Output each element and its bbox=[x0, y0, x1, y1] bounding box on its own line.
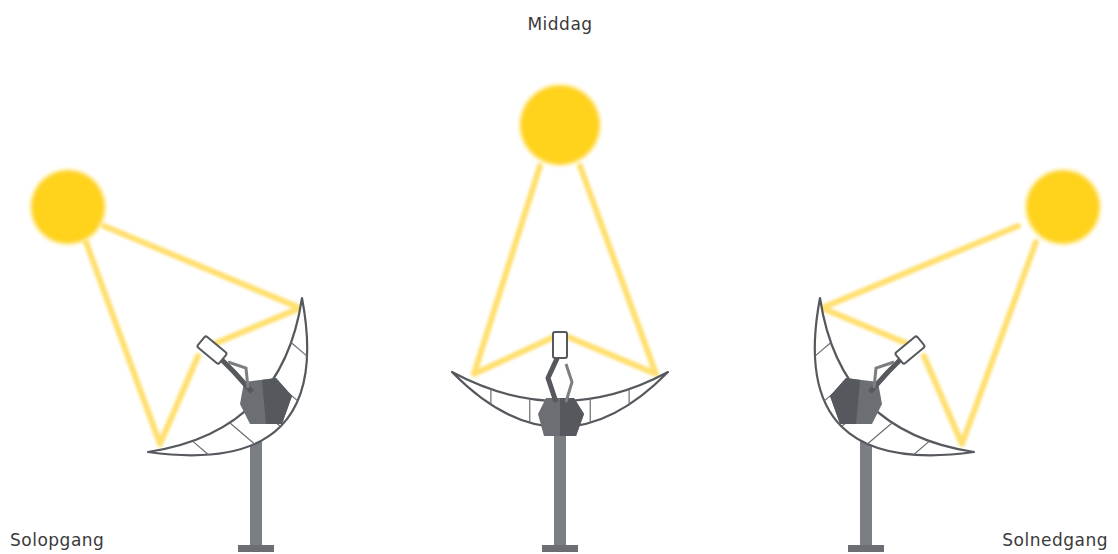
dish-rib bbox=[529, 399, 530, 423]
state-label: Solopgang bbox=[10, 530, 104, 550]
sun bbox=[31, 170, 105, 244]
dish-rib bbox=[629, 389, 630, 404]
state-label: Solnedgang bbox=[1002, 530, 1108, 550]
dish-tracker bbox=[815, 226, 1036, 552]
dish-rib bbox=[590, 399, 591, 423]
dish-rib bbox=[193, 441, 209, 455]
sun bbox=[520, 85, 600, 165]
dish-tracker bbox=[452, 166, 668, 552]
dish-rib bbox=[230, 423, 255, 444]
dish-rib bbox=[291, 343, 307, 357]
dish-tracker bbox=[86, 226, 307, 552]
state-label: Middag bbox=[527, 14, 592, 34]
sun bbox=[1026, 170, 1100, 244]
dish-rib bbox=[490, 389, 491, 404]
